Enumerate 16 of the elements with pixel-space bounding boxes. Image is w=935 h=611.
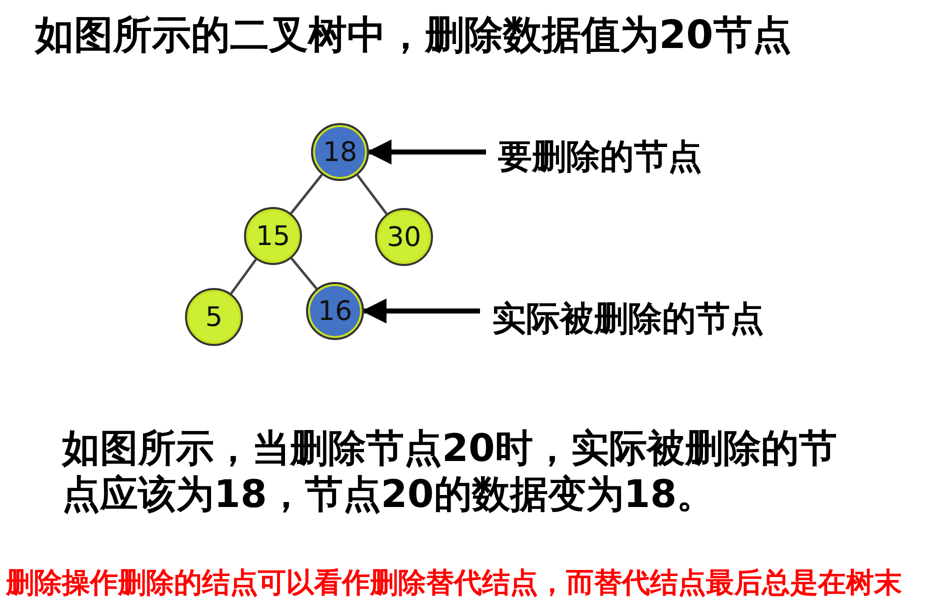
note: 删除操作删除的结点可以看作删除替代结点，而替代结点最后总是在树末 [6, 565, 902, 601]
node-circle: 30 [375, 208, 433, 266]
tree-edge [230, 258, 257, 294]
tree-edge [290, 174, 323, 214]
tree-edge [290, 258, 318, 290]
arrow [362, 298, 480, 324]
paragraph: 如图所示，当删除节点20时，实际被删除的节点应该为18，节点20的数据变为18。 [62, 425, 838, 517]
arrow [366, 140, 486, 164]
title: 如图所示的二叉树中，删除数据值为20节点 [35, 12, 792, 60]
node-circle: 18 [311, 123, 369, 181]
tree-edge [356, 174, 388, 215]
node-circle: 5 [185, 288, 243, 346]
node-label: 实际被删除的节点 [492, 296, 764, 342]
node-circle: 15 [244, 207, 302, 265]
node-circle: 16 [306, 282, 364, 340]
node-label: 要删除的节点 [498, 134, 702, 180]
